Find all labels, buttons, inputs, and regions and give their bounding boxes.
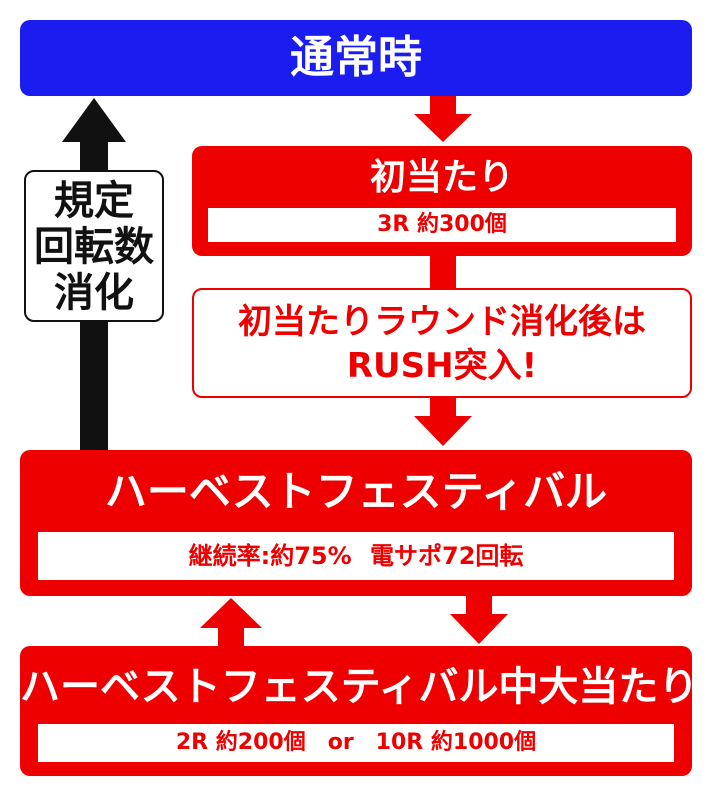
arrow-normal-to-firsthit-head — [414, 114, 472, 142]
rush-entry-line2: RUSH突入! — [346, 346, 538, 386]
rush-entry-box: 初当たりラウンド消化後は RUSH突入! — [192, 288, 692, 398]
first-hit-detail: 3R 約300個 — [208, 208, 676, 242]
harvest-big-hit-title: ハーベストフェスティバル中大当たり — [20, 664, 699, 710]
first-hit-title: 初当たり — [369, 157, 514, 198]
normal-state-title: 通常時 — [290, 32, 422, 83]
first-hit-box: 初当たり 3R 約300個 — [192, 146, 692, 256]
arrow-rush-to-harvest-shaft — [430, 398, 456, 418]
percent-sign: %※1･2 — [297, 513, 352, 571]
arrow-harvest-to-bighit-shaft — [466, 596, 492, 616]
rush-entry-line1: 初当たりラウンド消化後は — [238, 302, 646, 342]
spin-count-note: 規定 回転数 消化 — [24, 170, 164, 322]
harvest-big-hit-detail: 2R 約200個 or 10R 約1000個 — [38, 724, 674, 762]
harvest-big-hit-box: ハーベストフェスティバル中大当たり 2R 約200個 or 10R 約1000個 — [20, 646, 699, 776]
support-spins: 電サポ72回転 — [370, 542, 524, 570]
spin-count-note-line2: 回転数 — [34, 224, 154, 270]
arrow-back-to-normal-head — [62, 98, 126, 142]
continuation-rate: 継続率:約75 — [188, 542, 328, 570]
normal-state-box: 通常時 — [20, 20, 692, 96]
spin-count-note-line3: 消化 — [54, 270, 134, 316]
arrow-bighit-to-harvest-head — [200, 598, 262, 628]
spin-count-note-line1: 規定 — [54, 178, 134, 224]
harvest-festival-detail: 継続率:約75%※1･2 電サポ72回転 — [38, 513, 674, 580]
arrow-bighit-to-harvest-shaft — [218, 626, 244, 648]
connector-firsthit-to-rush — [430, 256, 456, 288]
harvest-festival-title: ハーベストフェスティバル — [104, 467, 608, 516]
arrow-harvest-to-bighit-head — [450, 614, 508, 644]
arrow-normal-to-firsthit-shaft — [430, 96, 456, 116]
arrow-rush-to-harvest-head — [414, 416, 472, 446]
harvest-festival-box: ハーベストフェスティバル 継続率:約75%※1･2 電サポ72回転 — [20, 450, 692, 596]
footnote-mark: ※1･2 — [297, 513, 330, 526]
